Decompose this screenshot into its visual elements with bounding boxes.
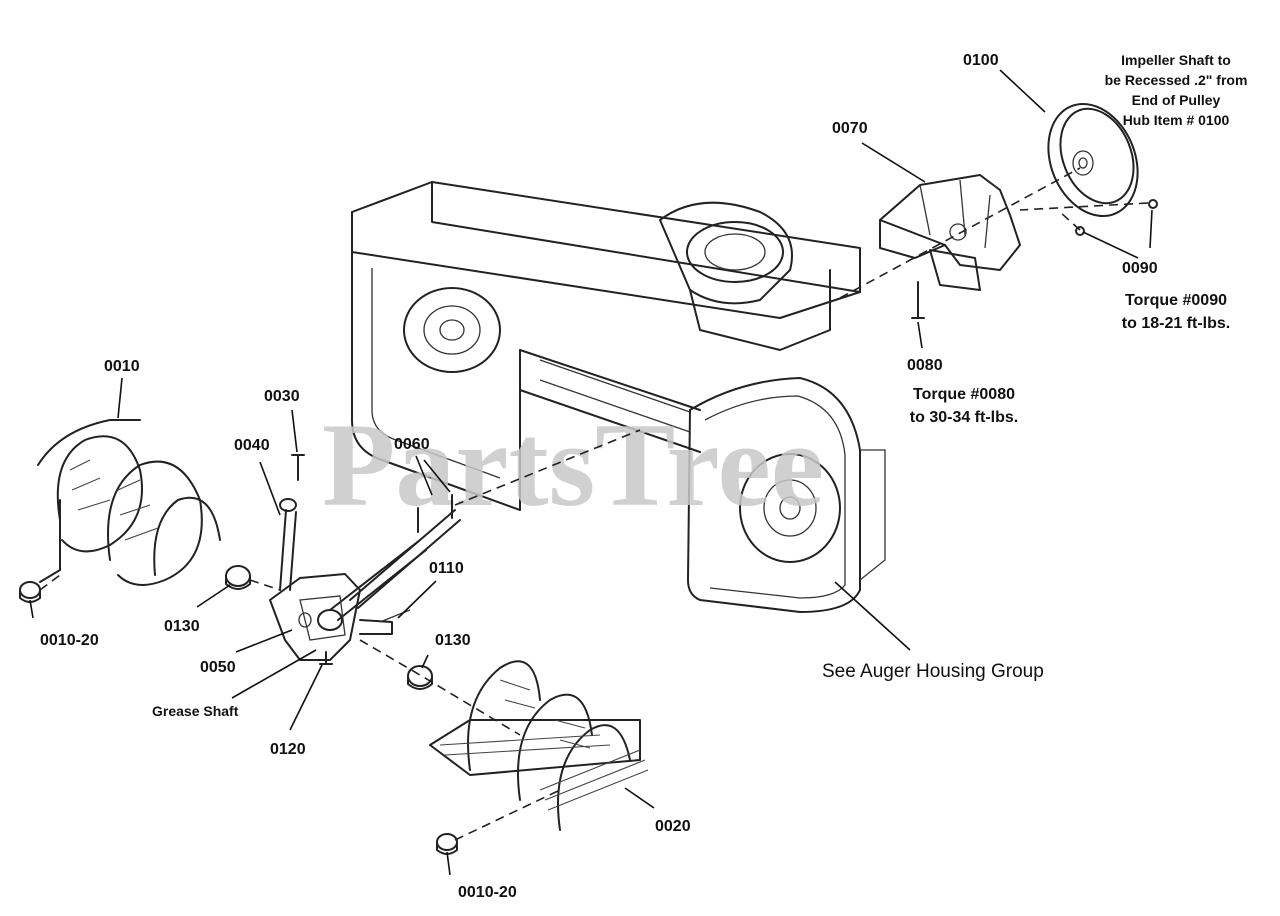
note-impeller-line2: be Recessed .2" from bbox=[1105, 72, 1248, 88]
bolts-0060[interactable] bbox=[417, 494, 453, 533]
shear-bolt-bottom[interactable] bbox=[436, 833, 458, 855]
callout-0060: 0060 bbox=[394, 436, 430, 453]
pulley[interactable] bbox=[1032, 90, 1153, 229]
callout-0120: 0120 bbox=[270, 741, 306, 758]
callout-0130-left: 0130 bbox=[164, 618, 200, 635]
callout-0070: 0070 bbox=[832, 120, 868, 137]
callout-0020: 0020 bbox=[655, 818, 691, 835]
spacer-0130-right[interactable] bbox=[407, 665, 433, 690]
callout-0080: 0080 bbox=[907, 357, 943, 374]
callout-0090: 0090 bbox=[1122, 260, 1158, 277]
note-torque-0080-line2: to 30-34 ft-lbs. bbox=[910, 409, 1018, 426]
shear-bolt-left[interactable] bbox=[19, 581, 41, 603]
note-torque-0090-line1: Torque #0090 bbox=[1125, 292, 1227, 309]
auger-housing[interactable] bbox=[351, 181, 886, 613]
grease-fitting-0120[interactable] bbox=[319, 651, 333, 665]
gearbox[interactable] bbox=[269, 573, 393, 661]
auger-shaft[interactable] bbox=[329, 509, 461, 621]
callout-0100: 0100 bbox=[963, 52, 999, 69]
bolt-0080[interactable] bbox=[911, 281, 925, 319]
notes: Grease Shaft Impeller Shaft to be Recess… bbox=[152, 52, 1247, 719]
callout-0030: 0030 bbox=[264, 388, 300, 405]
assembly-lines bbox=[39, 167, 1149, 841]
callout-0010: 0010 bbox=[104, 358, 140, 375]
right-auger[interactable] bbox=[429, 660, 649, 831]
vent-tube-0040[interactable] bbox=[279, 498, 297, 591]
callout-0010-20-left: 0010-20 bbox=[40, 632, 99, 649]
note-impeller-line4: Hub Item # 0100 bbox=[1123, 112, 1230, 128]
callout-labels: 0010 0010-20 0010-20 0020 0030 0040 0050… bbox=[40, 52, 1158, 901]
note-impeller-line3: End of Pulley bbox=[1132, 92, 1221, 108]
note-see-auger-housing[interactable]: See Auger Housing Group bbox=[822, 661, 1044, 682]
spacer-0130-left[interactable] bbox=[225, 565, 251, 590]
note-torque-0090-line2: to 18-21 ft-lbs. bbox=[1122, 315, 1230, 332]
callout-0050: 0050 bbox=[200, 659, 236, 676]
leader-lines bbox=[29, 69, 1153, 876]
callout-0130-right: 0130 bbox=[435, 632, 471, 649]
callout-0040: 0040 bbox=[234, 437, 270, 454]
note-grease-shaft: Grease Shaft bbox=[152, 703, 239, 719]
watermark: PartsTree bbox=[322, 398, 824, 531]
bolt-0090[interactable] bbox=[1075, 199, 1158, 236]
left-auger[interactable] bbox=[37, 419, 221, 586]
callout-0010-20-bottom: 0010-20 bbox=[458, 884, 517, 901]
note-torque-0080-line1: Torque #0080 bbox=[913, 386, 1015, 403]
impeller[interactable] bbox=[879, 174, 1021, 291]
screw-0030[interactable] bbox=[291, 454, 305, 481]
note-impeller-line1: Impeller Shaft to bbox=[1121, 52, 1231, 68]
callout-0110: 0110 bbox=[429, 560, 464, 577]
